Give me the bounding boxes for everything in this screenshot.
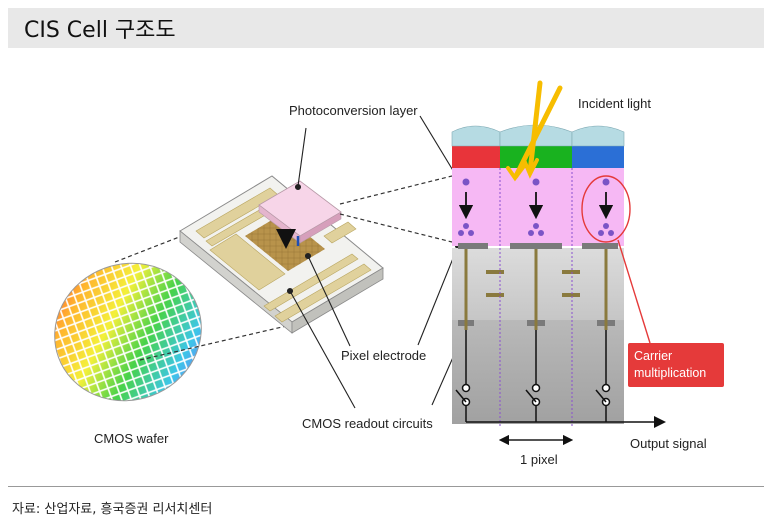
page-title: CIS Cell 구조도 [24,18,176,43]
incident-light-arrows [506,80,563,182]
cmos-readout-label: CMOS readout circuits [302,416,433,431]
cmos-wafer-label: CMOS wafer [94,431,169,446]
zoom-lines [339,175,453,243]
footer-divider [8,486,764,487]
title-bar: CIS Cell 구조도 [8,8,764,48]
photoconversion-layer-label: Photoconversion layer [289,103,418,118]
incident-light-label: Incident light [578,96,651,111]
one-pixel-label: 1 pixel [520,452,558,467]
pixel-electrode-label: Pixel electrode [341,348,427,363]
pixel-cross-section [451,124,666,446]
carrier-line-1: Carrier [634,349,673,363]
chip-graphic [179,175,384,334]
wafer-zoom-lines [114,231,296,361]
output-signal-label: Output signal [630,436,707,451]
carrier-line-2: multiplication [634,366,707,380]
cmos-wafer-graphic [54,262,202,402]
carrier-circle [581,175,651,344]
carrier-multiplication-callout: Carrier multiplication [628,343,724,387]
source-note: 자료: 산업자료, 흥국증권 리서치센터 [12,502,213,517]
diagram-svg [54,80,666,446]
cis-diagram: Photoconversion layer Incident light Pix… [0,56,773,476]
carrier-arrows [458,178,614,236]
